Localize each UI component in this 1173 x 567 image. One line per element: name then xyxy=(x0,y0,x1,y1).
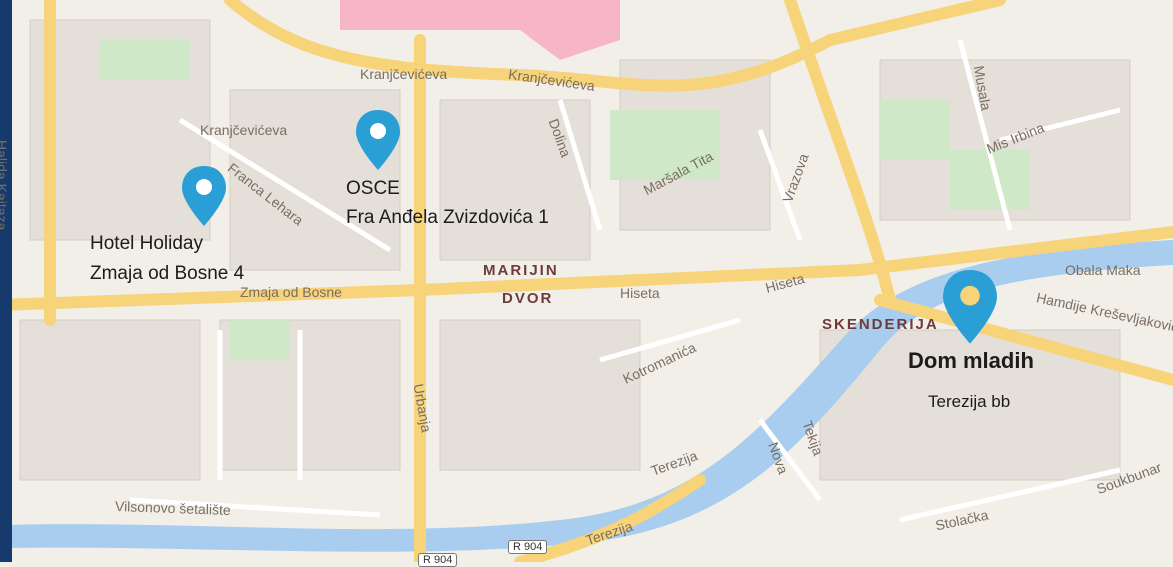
road-shield: R 904 xyxy=(418,553,458,567)
street-label: Hiseta xyxy=(620,285,660,301)
map-pin-icon[interactable] xyxy=(940,270,1000,346)
map-pin-icon[interactable] xyxy=(354,110,402,172)
district-label: DVOR xyxy=(502,290,554,307)
marker-name: Hotel Holiday xyxy=(90,233,203,254)
district-label: MARIJIN xyxy=(483,262,559,279)
map-pin-icon[interactable] xyxy=(180,166,228,228)
street-label: Zmaja od Bosne xyxy=(240,284,342,300)
marker-address: Terezija bb xyxy=(928,392,1011,411)
left-accent-bar xyxy=(0,0,12,562)
street-label: Obala Maka xyxy=(1065,262,1141,278)
road-shield: R 904 xyxy=(508,540,548,554)
district-label: SKENDERIJA xyxy=(822,316,939,333)
street-label: Kranjčevićeva xyxy=(360,66,448,82)
minor-roads xyxy=(129,39,1121,523)
marker-address: Zmaja od Bosne 4 xyxy=(90,263,245,284)
street-label: Kranjčevićeva xyxy=(200,122,288,138)
marker-address: Fra Anđela Zvizdovića 1 xyxy=(346,207,549,228)
street-label: Halida Kajtaza xyxy=(0,140,10,231)
parks xyxy=(100,40,1030,360)
marker-name: OSCE xyxy=(346,178,400,199)
marker-name: Dom mladih xyxy=(908,348,1034,373)
hospital-area xyxy=(340,0,620,60)
river xyxy=(0,240,1173,552)
